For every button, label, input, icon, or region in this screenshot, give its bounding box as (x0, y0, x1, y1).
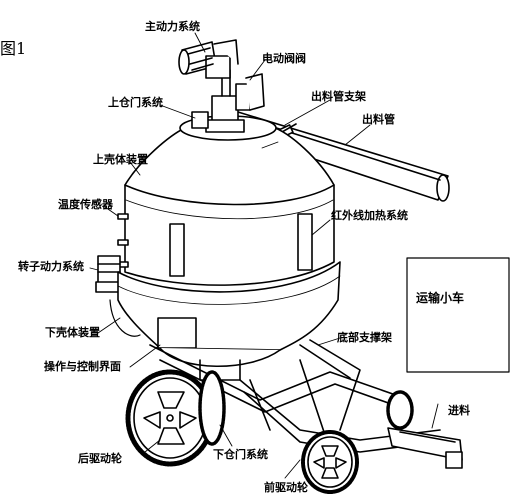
lower-shell-shape (109, 261, 341, 381)
label-rotor-power-system: 转子动力系统 (18, 260, 84, 273)
label-temperature-sensor: 温度传感器 (58, 198, 113, 211)
front-drive-wheel-shape (301, 430, 359, 494)
label-operation-control-panel: 操作与控制界面 (44, 360, 121, 373)
main-power-motor-shape (178, 39, 239, 79)
rotor-power-motor-shape (95, 255, 123, 293)
label-infrared-heating-system: 红外线加热系统 (331, 209, 408, 222)
label-bottom-support-frame: 底部支撑架 (337, 331, 392, 344)
leader-lines (89, 32, 439, 479)
rear-wheel-inner-shape (198, 370, 226, 446)
label-front-drive-wheel: 前驱动轮 (264, 481, 308, 494)
label-upper-shell-device: 上壳体装置 (93, 153, 148, 166)
label-lower-door-system: 下仓门系统 (213, 448, 268, 461)
label-transport-cart: 运输小车 (416, 291, 465, 305)
figure-label: 图1 (0, 39, 27, 58)
label-upper-door-system: 上仓门系统 (108, 96, 163, 109)
label-discharge-pipe: 出料管 (362, 113, 395, 126)
label-electric-valve: 电动阀阀 (262, 52, 306, 65)
label-lower-shell-device: 下壳体装置 (45, 326, 100, 339)
label-rear-drive-wheel: 后驱动轮 (78, 452, 122, 465)
temperature-sensor-shape (117, 213, 129, 268)
front-wheel-back-shape (386, 390, 414, 430)
rear-drive-wheel-shape (125, 369, 215, 467)
label-feed: 进料 (448, 404, 470, 417)
feed-hopper-shape (387, 427, 463, 469)
label-discharge-pipe-support: 出料管支架 (311, 90, 366, 103)
upper-door-assembly-shape (191, 69, 265, 133)
transport-cart-box (406, 257, 510, 373)
label-main-power-system: 主动力系统 (145, 20, 200, 33)
